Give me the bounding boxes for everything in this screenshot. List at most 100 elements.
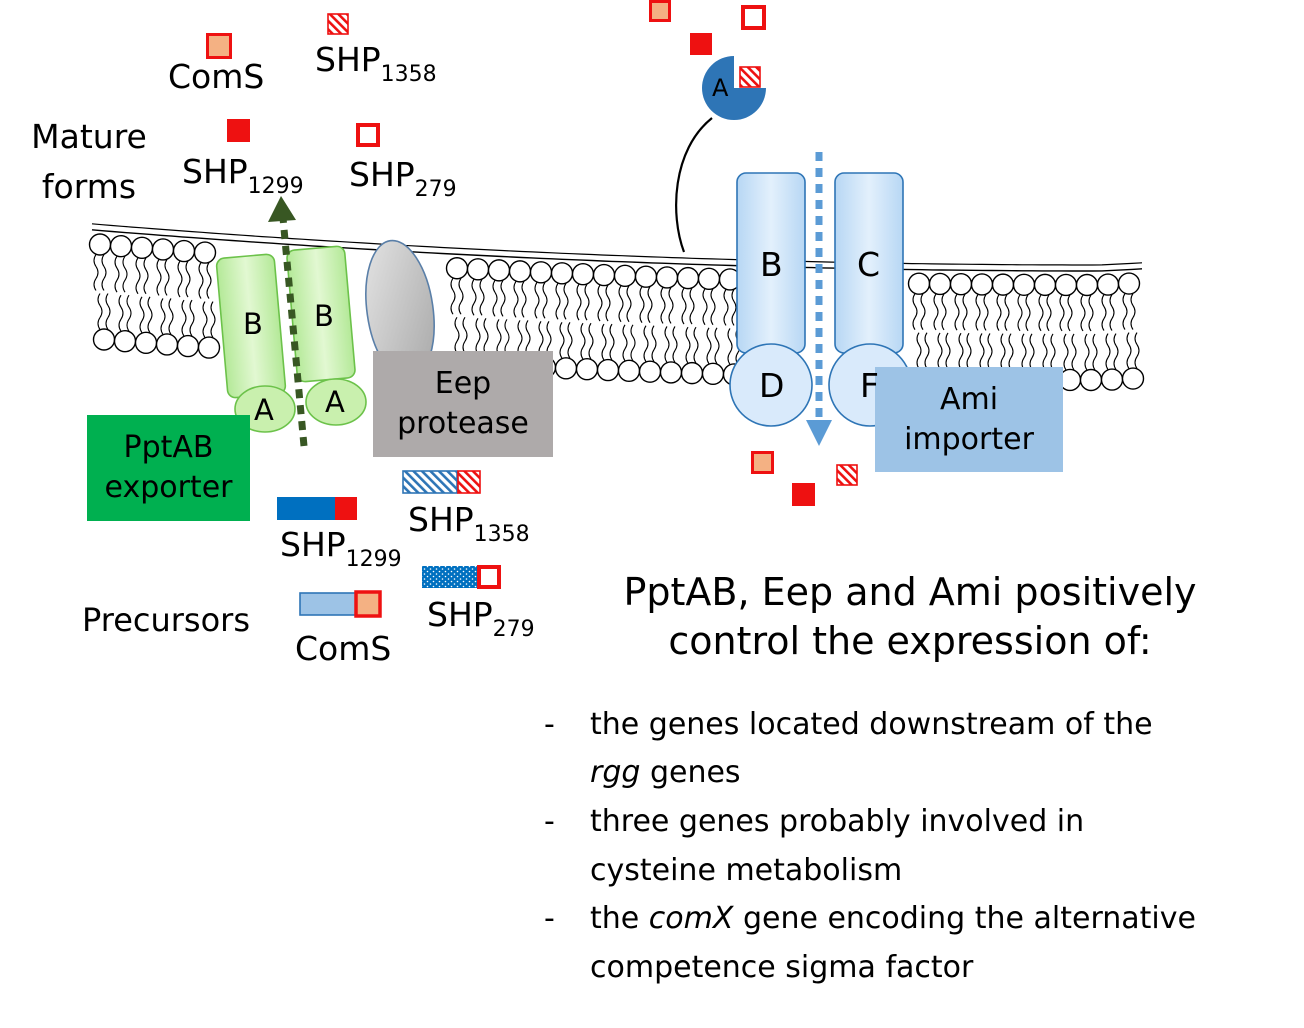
ami-b-label: B [760, 245, 783, 284]
mature-forms-label-line1: Mature [31, 117, 147, 156]
lipid-tail [584, 283, 590, 321]
mature-forms-label: Mature forms [26, 112, 152, 212]
lipid-tail [462, 316, 468, 354]
lipid-tail [206, 262, 212, 299]
lipid-tail [479, 279, 485, 316]
membrane-outer-edge [91, 229, 1143, 272]
shp1358-precursor-label: SHP1358 [408, 500, 530, 546]
lipid-tail [1071, 333, 1077, 371]
lipid-tail [139, 296, 145, 334]
lipid-tail [542, 282, 548, 319]
lipid-head [596, 358, 620, 382]
lipid-tail [706, 327, 712, 365]
lipid-tail [1113, 333, 1119, 370]
lipid-head [508, 260, 532, 283]
lipid-tail [160, 298, 166, 335]
lipid-tail [996, 294, 1002, 331]
lipid-tail [945, 332, 951, 370]
bullet-text: comX [648, 901, 734, 937]
lipid-tail [164, 259, 170, 296]
lipid-tail [471, 279, 477, 316]
lipid-tail [458, 277, 464, 315]
lipid-tail [521, 281, 527, 318]
lipid-tail [1004, 294, 1010, 331]
shp1358-precursor-base: SHP [408, 500, 474, 539]
amia-tether-line [675, 117, 713, 253]
pptab-a-subunit-right [305, 378, 367, 426]
bullet-text: the genes located downstream of the [590, 706, 1153, 742]
lipid-tail [534, 282, 540, 319]
shp1299-mature-base: SHP [182, 152, 248, 191]
lipid-head [1075, 273, 1099, 297]
lipid-head [659, 361, 683, 384]
coms-extracellular-square [649, 0, 671, 22]
lipid-tail [1101, 294, 1107, 331]
lipid-head [949, 273, 973, 296]
lipid-head [529, 261, 553, 284]
lipid-tail [1134, 332, 1140, 369]
lipid-tail [1017, 294, 1023, 332]
lipid-tail [576, 283, 582, 321]
lipid-tail [525, 320, 531, 357]
bullet-dash: - [544, 803, 555, 839]
lipid-head [466, 258, 490, 281]
lipid-head [1033, 273, 1057, 297]
lipid-tail [567, 321, 573, 359]
lipid-tail [668, 287, 674, 324]
shp1299-precursor-body [277, 497, 335, 520]
lipid-head [575, 357, 599, 381]
lipid-tail [941, 293, 947, 331]
shp1299-precursor-sub: 1299 [345, 547, 402, 572]
lipid-tail [475, 318, 481, 355]
lipid-head [680, 361, 704, 385]
lipid-head [571, 262, 595, 286]
lipid-tail [966, 332, 972, 370]
eep-box-line2: protease [397, 406, 529, 441]
lipid-tail [1063, 333, 1069, 371]
coms-mature-square [206, 33, 232, 59]
lipid-head [907, 272, 931, 295]
diagram-shapes [206, 0, 912, 618]
summary-panel: PptAB, Eep and Ami positively control th… [540, 568, 1280, 992]
lipid-tail [1025, 294, 1031, 332]
shp1299-imported-square [792, 483, 815, 506]
lipid-head [1100, 368, 1124, 391]
lipid-head [193, 241, 217, 264]
amia-binding-protein [702, 56, 766, 120]
lipid-tail [135, 257, 141, 295]
membrane-bilayer [88, 223, 1145, 392]
lipid-tail [202, 301, 208, 338]
lipid-tail [626, 285, 632, 323]
lipid-tail [1126, 332, 1132, 369]
shp279-precursor-base: SHP [427, 595, 493, 634]
summary-headline-line2: control the expression of: [668, 619, 1152, 664]
lipid-tail [177, 260, 183, 298]
lipid-tail [1059, 294, 1065, 332]
lipid-tail [643, 325, 649, 362]
shp1299-precursor-tail [335, 497, 357, 520]
lipid-tail [1029, 333, 1035, 371]
lipid-tail [916, 332, 922, 369]
lipid-tail [954, 293, 960, 331]
coms-precursor-body [299, 592, 357, 616]
lipid-tail [156, 259, 162, 296]
lipid-tail [114, 255, 120, 293]
pptab-a-subunit-left [234, 385, 296, 433]
lipid-head [92, 328, 116, 351]
lipid-tail [563, 282, 569, 320]
shp279-precursor-label: SHP279 [427, 595, 535, 641]
coms-imported-square [751, 451, 774, 474]
lipid-tail [983, 294, 989, 331]
lipid-tail [672, 326, 678, 363]
lipid-head [1117, 272, 1141, 295]
lipid-tail [1038, 294, 1044, 332]
ami-d-subunit [729, 343, 813, 427]
lipid-head [1079, 368, 1103, 392]
lipid-tail [937, 332, 943, 370]
membrane-outer-edge-2 [91, 223, 1143, 266]
lipid-tail [450, 277, 456, 315]
lipid-tail [1046, 294, 1052, 332]
lipid-head [991, 273, 1015, 296]
pptab-a-right-label: A [325, 385, 345, 419]
